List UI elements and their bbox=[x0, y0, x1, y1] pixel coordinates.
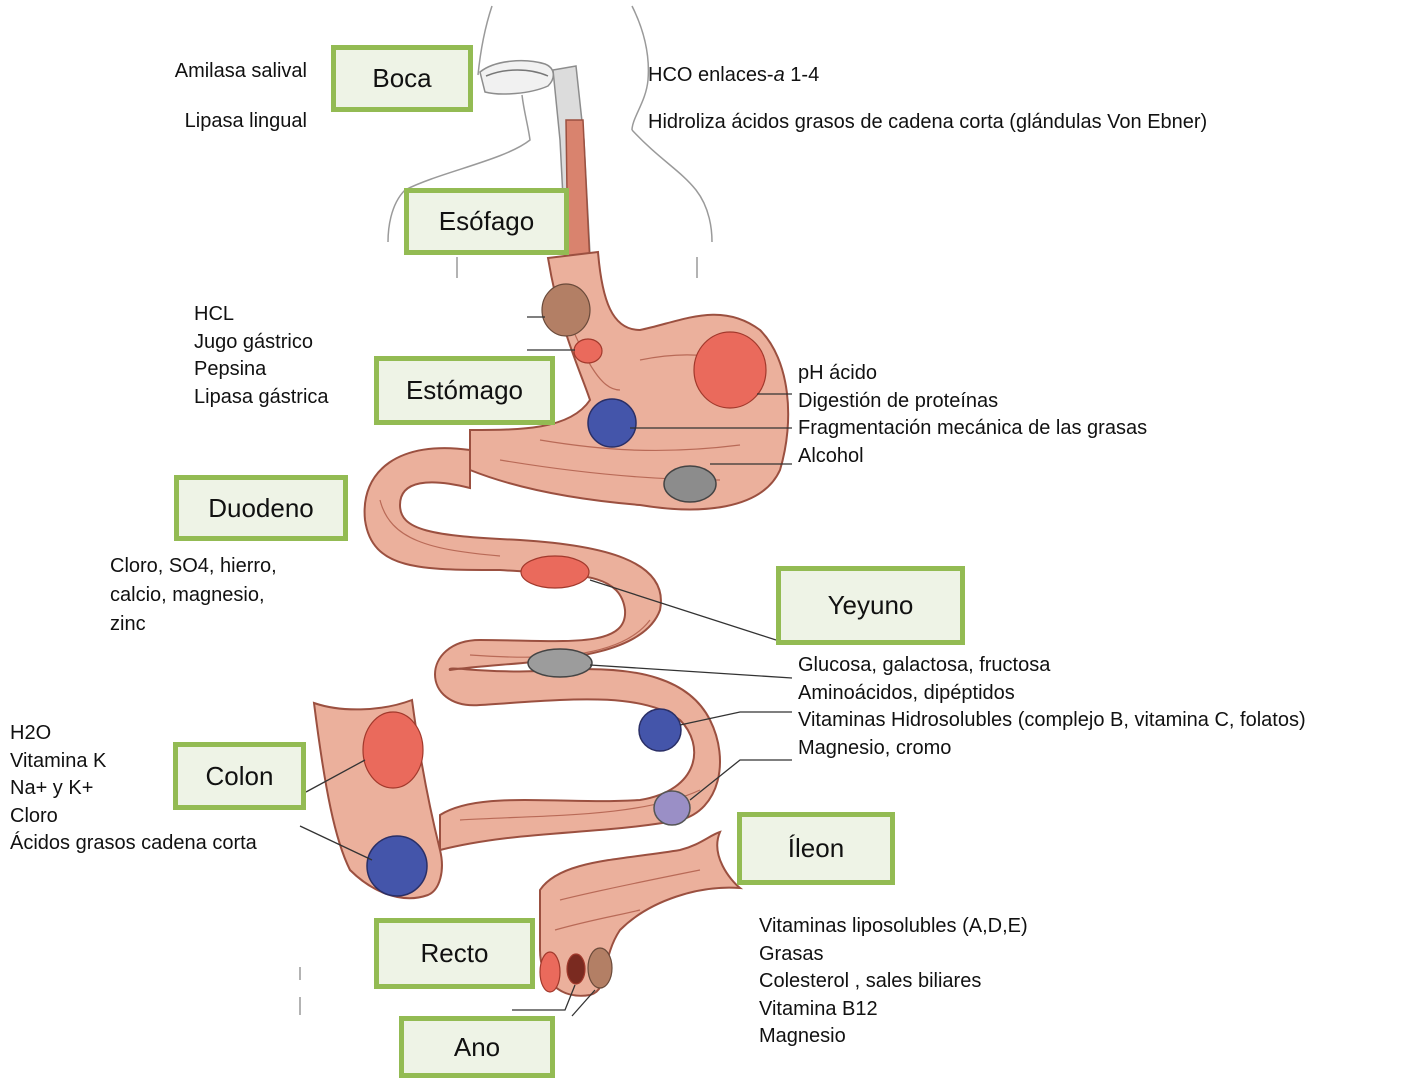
absorption-item: Cloro, SO4, hierro, bbox=[110, 552, 277, 581]
function-item: Alcohol bbox=[798, 443, 1147, 471]
secretion-item: HCL bbox=[194, 301, 329, 329]
label-duodeno: Duodeno bbox=[174, 475, 348, 541]
boca-enzyme: Amilasa salival bbox=[175, 46, 307, 96]
secretion-item: Pepsina bbox=[194, 356, 329, 384]
label-recto: Recto bbox=[374, 918, 535, 989]
label-boca: Boca bbox=[331, 45, 473, 112]
boca-enzyme: Lipasa lingual bbox=[175, 96, 307, 146]
boca-lipasa-note: Hidroliza ácidos grasos de cadena corta … bbox=[648, 99, 1207, 146]
jejunum-magnesium-site bbox=[654, 791, 690, 825]
ileon-absorption: Vitaminas liposolubles (A,D,E) Grasas Co… bbox=[759, 913, 1028, 1051]
secretion-item: Lipasa gástrica bbox=[194, 384, 329, 412]
boca-notes: HCO enlaces-a 1-4 Hidroliza ácidos graso… bbox=[648, 52, 1207, 146]
estomago-secretions: HCL Jugo gástrico Pepsina Lipasa gástric… bbox=[194, 301, 329, 411]
absorption-item: Vitaminas liposolubles (A,D,E) bbox=[759, 913, 1028, 941]
absorption-item: Ácidos grasos cadena corta bbox=[10, 830, 257, 858]
label-yeyuno: Yeyuno bbox=[776, 566, 965, 645]
alcohol-absorption-site bbox=[664, 466, 716, 502]
boca-enzyme-list: Amilasa salival Lipasa lingual bbox=[175, 46, 307, 146]
absorption-item: Magnesio bbox=[759, 1023, 1028, 1051]
function-item: Fragmentación mecánica de las grasas bbox=[798, 415, 1147, 443]
function-item: pH ácido bbox=[798, 360, 1147, 388]
duodeno-absorption: Cloro, SO4, hierro, calcio, magnesio, zi… bbox=[110, 552, 277, 639]
absorption-item: Aminoácidos, dipéptidos bbox=[798, 680, 1306, 708]
secretion-item: Jugo gástrico bbox=[194, 329, 329, 357]
absorption-item: Colesterol , sales biliares bbox=[759, 968, 1028, 996]
absorption-item: calcio, magnesio, bbox=[110, 581, 277, 610]
label-ano: Ano bbox=[399, 1016, 555, 1078]
label-estomago: Estómago bbox=[374, 356, 555, 425]
mouth-illustration bbox=[480, 61, 553, 94]
absorption-item: Vitamina K bbox=[10, 748, 257, 776]
yeyuno-absorption: Glucosa, galactosa, fructosa Aminoácidos… bbox=[798, 652, 1306, 762]
label-esofago: Esófago bbox=[404, 188, 569, 255]
absorption-item: Glucosa, galactosa, fructosa bbox=[798, 652, 1306, 680]
jejunum-sugar-site bbox=[528, 649, 592, 677]
function-item: Digestión de proteínas bbox=[798, 388, 1147, 416]
absorption-item: zinc bbox=[110, 610, 277, 639]
absorption-item: Cloro bbox=[10, 803, 257, 831]
stomach-absorption-site bbox=[588, 399, 636, 447]
absorption-item: Vitaminas Hidrosolubles (complejo B, vit… bbox=[798, 707, 1306, 735]
absorption-item: H2O bbox=[10, 720, 257, 748]
jejunum-vitamin-site bbox=[639, 709, 681, 751]
absorption-item: Na+ y K+ bbox=[10, 775, 257, 803]
estomago-functions: pH ácido Digestión de proteínas Fragment… bbox=[798, 360, 1147, 470]
label-ileon: Íleon bbox=[737, 812, 895, 885]
absorption-item: Vitamina B12 bbox=[759, 996, 1028, 1024]
colon-absorption: H2O Vitamina K Na+ y K+ Cloro Ácidos gra… bbox=[10, 720, 257, 858]
boca-hco-note: HCO enlaces-a 1-4 bbox=[648, 52, 1207, 99]
absorption-item: Grasas bbox=[759, 941, 1028, 969]
colon-absorption-site bbox=[367, 836, 427, 896]
absorption-item: Magnesio, cromo bbox=[798, 735, 1306, 763]
